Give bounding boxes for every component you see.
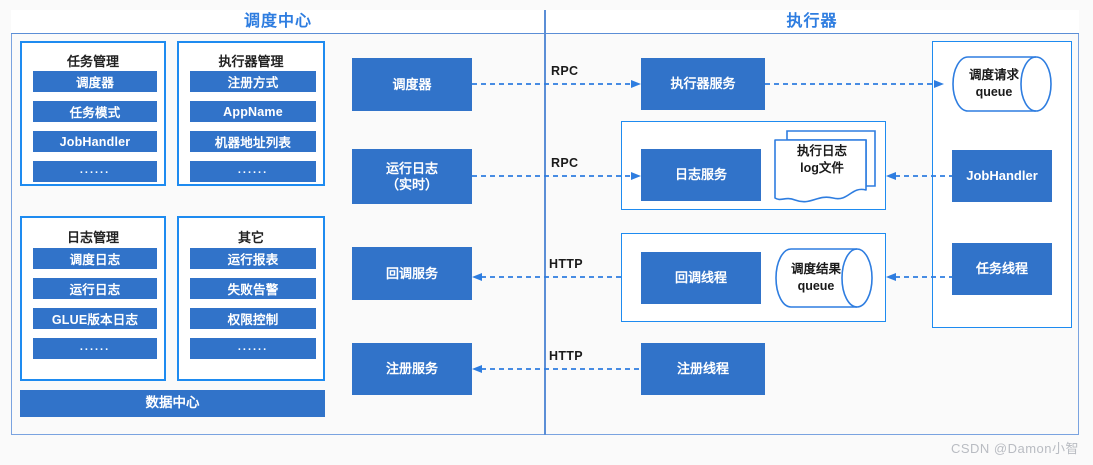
chip-failure-alarm[interactable]: 失败告警 bbox=[190, 278, 316, 299]
panel-others: 其它 运行报表 失败告警 权限控制 ...... bbox=[177, 216, 325, 381]
section-title-scheduler-center: 调度中心 bbox=[243, 13, 312, 30]
section-title-executor: 执行器 bbox=[786, 13, 838, 30]
connector-executor-service-to-request-queue bbox=[765, 78, 945, 90]
connector-jobhandler-to-log-service bbox=[886, 170, 952, 182]
panel-title: 其它 bbox=[237, 230, 264, 245]
panel-log-management: 日志管理 调度日志 运行日志 GLUE版本日志 ...... bbox=[20, 216, 166, 381]
chip-machine-address-list[interactable]: 机器地址列表 bbox=[190, 131, 316, 152]
label-result-queue: 调度结果 queue bbox=[790, 262, 841, 293]
chip-runtime-report[interactable]: 运行报表 bbox=[190, 248, 316, 269]
panel-title: 执行器管理 bbox=[218, 54, 284, 69]
panel-job-management: 任务管理 调度器 任务模式 JobHandler ...... bbox=[20, 41, 166, 186]
chip-jobhandler[interactable]: JobHandler bbox=[33, 131, 157, 152]
connector-task-thread-to-callback bbox=[886, 271, 952, 283]
box-data-center[interactable]: 数据中心 bbox=[20, 390, 325, 417]
box-callback-thread[interactable]: 回调线程 bbox=[641, 252, 761, 304]
chip-glue-version-log[interactable]: GLUE版本日志 bbox=[33, 308, 157, 329]
shape-request-queue-cylinder[interactable] bbox=[952, 56, 1052, 112]
chip-job-mode[interactable]: 任务模式 bbox=[33, 101, 157, 122]
connector-label-http-callback: HTTP bbox=[549, 257, 583, 271]
panel-executor-management: 执行器管理 注册方式 AppName 机器地址列表 ...... bbox=[177, 41, 325, 186]
connector-http-register bbox=[472, 363, 642, 375]
connector-label-http-register: HTTP bbox=[549, 349, 583, 363]
watermark-text: CSDN @Damon小智 bbox=[950, 441, 1079, 456]
panel-title: 日志管理 bbox=[66, 230, 119, 245]
chip-register-mode[interactable]: 注册方式 bbox=[190, 71, 316, 92]
connector-http-callback bbox=[472, 271, 622, 283]
box-task-thread[interactable]: 任务线程 bbox=[952, 243, 1052, 295]
box-executor-service[interactable]: 执行器服务 bbox=[641, 58, 765, 110]
chip-scheduler[interactable]: 调度器 bbox=[33, 71, 157, 92]
label-request-queue: 调度请求 queue bbox=[968, 68, 1019, 99]
box-jobhandler[interactable]: JobHandler bbox=[952, 150, 1052, 202]
box-callback-service[interactable]: 回调服务 bbox=[352, 247, 472, 300]
chip-permission-control[interactable]: 权限控制 bbox=[190, 308, 316, 329]
panel-title: 任务管理 bbox=[66, 54, 119, 69]
box-register-service[interactable]: 注册服务 bbox=[352, 343, 472, 395]
box-log-service[interactable]: 日志服务 bbox=[641, 149, 761, 201]
chip-more[interactable]: ...... bbox=[33, 338, 157, 359]
center-divider bbox=[544, 10, 546, 435]
chip-schedule-log[interactable]: 调度日志 bbox=[33, 248, 157, 269]
chip-more[interactable]: ...... bbox=[33, 161, 157, 182]
connector-rpc-scheduler bbox=[472, 78, 642, 90]
box-runtime-log-service[interactable]: 运行日志 （实时） bbox=[352, 149, 472, 204]
chip-runtime-log[interactable]: 运行日志 bbox=[33, 278, 157, 299]
chip-more[interactable]: ...... bbox=[190, 338, 316, 359]
chip-appname[interactable]: AppName bbox=[190, 101, 316, 122]
label-log-file: 执行日志 log文件 bbox=[796, 144, 847, 175]
box-register-thread[interactable]: 注册线程 bbox=[641, 343, 765, 395]
shape-log-file-document[interactable] bbox=[771, 128, 879, 208]
connector-rpc-log bbox=[472, 170, 642, 182]
box-scheduler-service[interactable]: 调度器 bbox=[352, 58, 472, 111]
connector-label-rpc-scheduler: RPC bbox=[551, 64, 579, 78]
shape-result-queue-cylinder[interactable] bbox=[775, 248, 873, 308]
connector-label-rpc-log: RPC bbox=[551, 156, 579, 170]
chip-more[interactable]: ...... bbox=[190, 161, 316, 182]
